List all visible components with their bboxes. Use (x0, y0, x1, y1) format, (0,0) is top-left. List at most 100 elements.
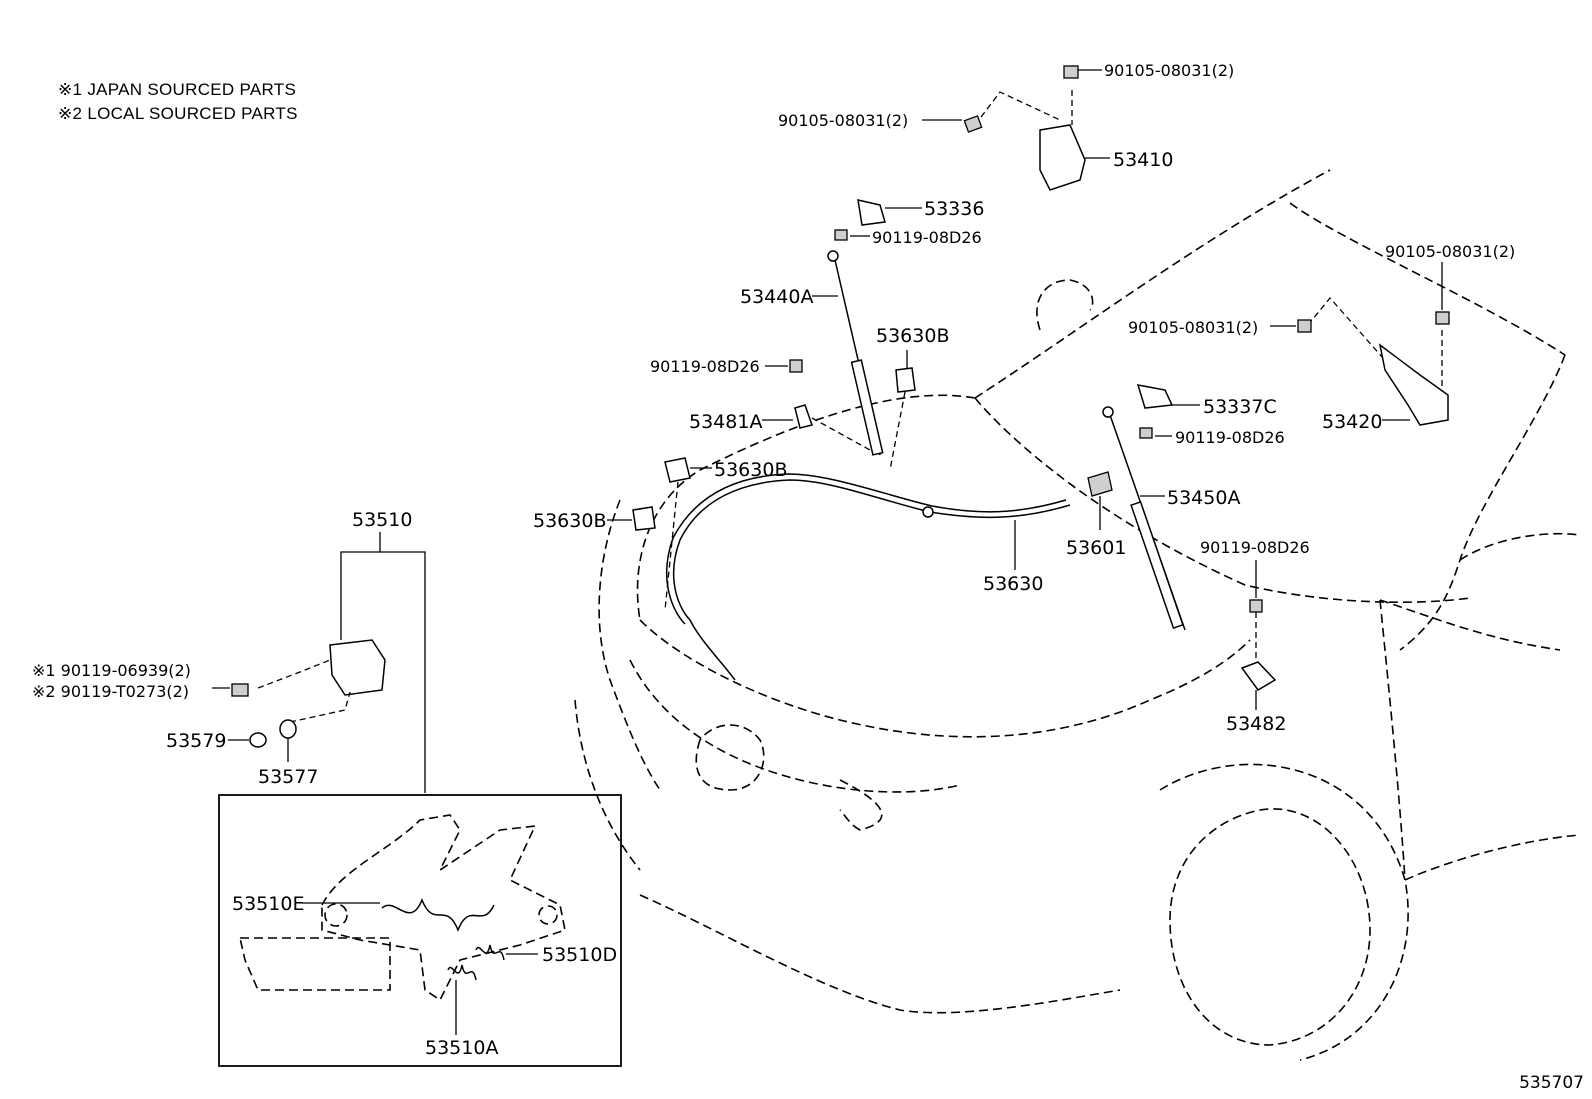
label-bracket-left: 53481A (689, 411, 762, 433)
rocker-line (1404, 834, 1581, 881)
label-release-handle: 53601 (1066, 537, 1126, 559)
label-bracket-right: 53482 (1226, 713, 1286, 735)
hood-hinge-left (922, 65, 1110, 191)
label-strut-cover-right: 53337C (1203, 396, 1277, 418)
mirror-outline (1036, 279, 1094, 331)
label-hinge-left: 53410 (1113, 149, 1173, 171)
cable-line (672, 479, 1071, 681)
label-bolt-strut-right: 90119-08D26 (1175, 428, 1285, 447)
label-clip-left: 53630B (533, 510, 606, 532)
inset-frame (218, 794, 622, 1067)
handle-icon (1087, 471, 1113, 497)
release-cable (665, 473, 1071, 681)
hood-lock-body (329, 639, 386, 696)
bumper-side (574, 699, 641, 871)
lock-detail-inset (218, 794, 622, 1067)
hood-lock-assembly (212, 532, 426, 793)
label-clip-middle: 53630B (714, 459, 787, 481)
label-bolt-bracket-left: 90119-08D26 (650, 357, 760, 376)
strut-end-left (827, 250, 839, 262)
label-bolt-hinge-right-top: 90105-08031(2) (1385, 242, 1515, 261)
bolt-icon (1139, 427, 1153, 439)
clip-icon (632, 506, 656, 531)
lock-bolt-dash (257, 659, 331, 689)
strut-cover-right (1136, 384, 1174, 409)
bracket-left (794, 404, 813, 429)
headlamp-upper (629, 659, 961, 793)
windshield-right-edge (1289, 202, 1566, 356)
lock-plate-upper (321, 814, 566, 1002)
bolt-icon (789, 359, 803, 373)
bolt-icon (1297, 319, 1312, 333)
label-strut-right: 53450A (1167, 487, 1240, 509)
clip-dash (889, 391, 906, 471)
lock-bracket-line (380, 551, 426, 793)
release-handle (1087, 471, 1113, 530)
windshield-top-line (974, 169, 1331, 399)
label-release-cable: 53630 (983, 573, 1043, 595)
label-strut-left: 53440A (740, 286, 813, 308)
plate-hole (538, 905, 558, 925)
a-pillar (1399, 354, 1566, 651)
label-bolt-hinge-right-side: 90105-08031(2) (1128, 318, 1258, 337)
bolt-icon (834, 229, 848, 241)
front-fascia-left (598, 499, 661, 791)
hood-strut-left (812, 199, 922, 456)
label-strut-cover-left: 53336 (924, 198, 984, 220)
cable-grommet (922, 506, 934, 518)
note-japan-sourced: ※1 JAPAN SOURCED PARTS (58, 80, 297, 99)
headlamp-corner (839, 779, 883, 831)
wheel-arch (1159, 763, 1409, 1061)
catalog-number: 535707 (1519, 1073, 1584, 1093)
hood-front-edge (639, 619, 1251, 738)
label-spring-d: 53510D (542, 944, 617, 966)
label-bolt-hinge-left-side: 90105-08031(2) (778, 111, 908, 130)
bolt-icon (963, 115, 983, 133)
bolt-icon (1063, 65, 1079, 79)
hinge-right-body (1378, 343, 1449, 426)
label-bolt-strut-left: 90119-08D26 (872, 228, 982, 247)
bracket-dash (811, 417, 871, 451)
bracket-left-group (762, 359, 871, 451)
vehicle-outline (574, 169, 1581, 1061)
label-spring-e: 53510E (232, 893, 304, 915)
cable-line-outer (665, 473, 1067, 625)
hood-rear-edge (974, 397, 1471, 604)
strut-cylinder-left (850, 359, 884, 456)
bolt-icon (1435, 311, 1450, 325)
label-hinge-right: 53420 (1322, 411, 1382, 433)
stopper-dash (289, 691, 351, 723)
strut-cover-left (857, 199, 886, 226)
bolt-icon (1249, 599, 1263, 613)
label-bolt-hinge-left-top: 90105-08031(2) (1104, 61, 1234, 80)
spring-e-coil (381, 897, 495, 933)
front-wheel (1169, 808, 1371, 1046)
bracket-right-group (1240, 560, 1277, 710)
door-line (1459, 532, 1581, 561)
lock-plate-lower (238, 937, 391, 991)
note-local-sourced: ※2 LOCAL SOURCED PARTS (58, 104, 298, 123)
label-spring-a: 53510A (425, 1037, 498, 1059)
clip-icon (895, 367, 916, 393)
hood-strut-right (1102, 406, 1186, 631)
fender-rear-edge (1379, 599, 1406, 881)
hinge-left-bolt-dash (974, 91, 1061, 126)
fog-lamp (695, 724, 765, 791)
bolt-icon (231, 683, 249, 697)
strut-cylinder-right (1130, 500, 1184, 630)
label-hood-lock: 53510 (352, 509, 412, 531)
hood-hinge-right (1270, 262, 1450, 426)
bracket-right (1240, 661, 1277, 691)
spring-d-coil (475, 944, 505, 961)
strut-end-right (1102, 406, 1114, 418)
fender-top (1379, 599, 1561, 651)
label-bolt-japan: ※1 90119-06939(2) (32, 661, 191, 680)
hinge-left-body (1039, 124, 1086, 191)
lock-bracket-line (340, 532, 381, 640)
plate-hole (324, 903, 348, 927)
label-stopper: 53577 (258, 766, 318, 788)
cushion-icon (249, 732, 267, 748)
label-bolt-local: ※2 90119-T0273(2) (32, 682, 189, 701)
clips-group (607, 350, 916, 611)
